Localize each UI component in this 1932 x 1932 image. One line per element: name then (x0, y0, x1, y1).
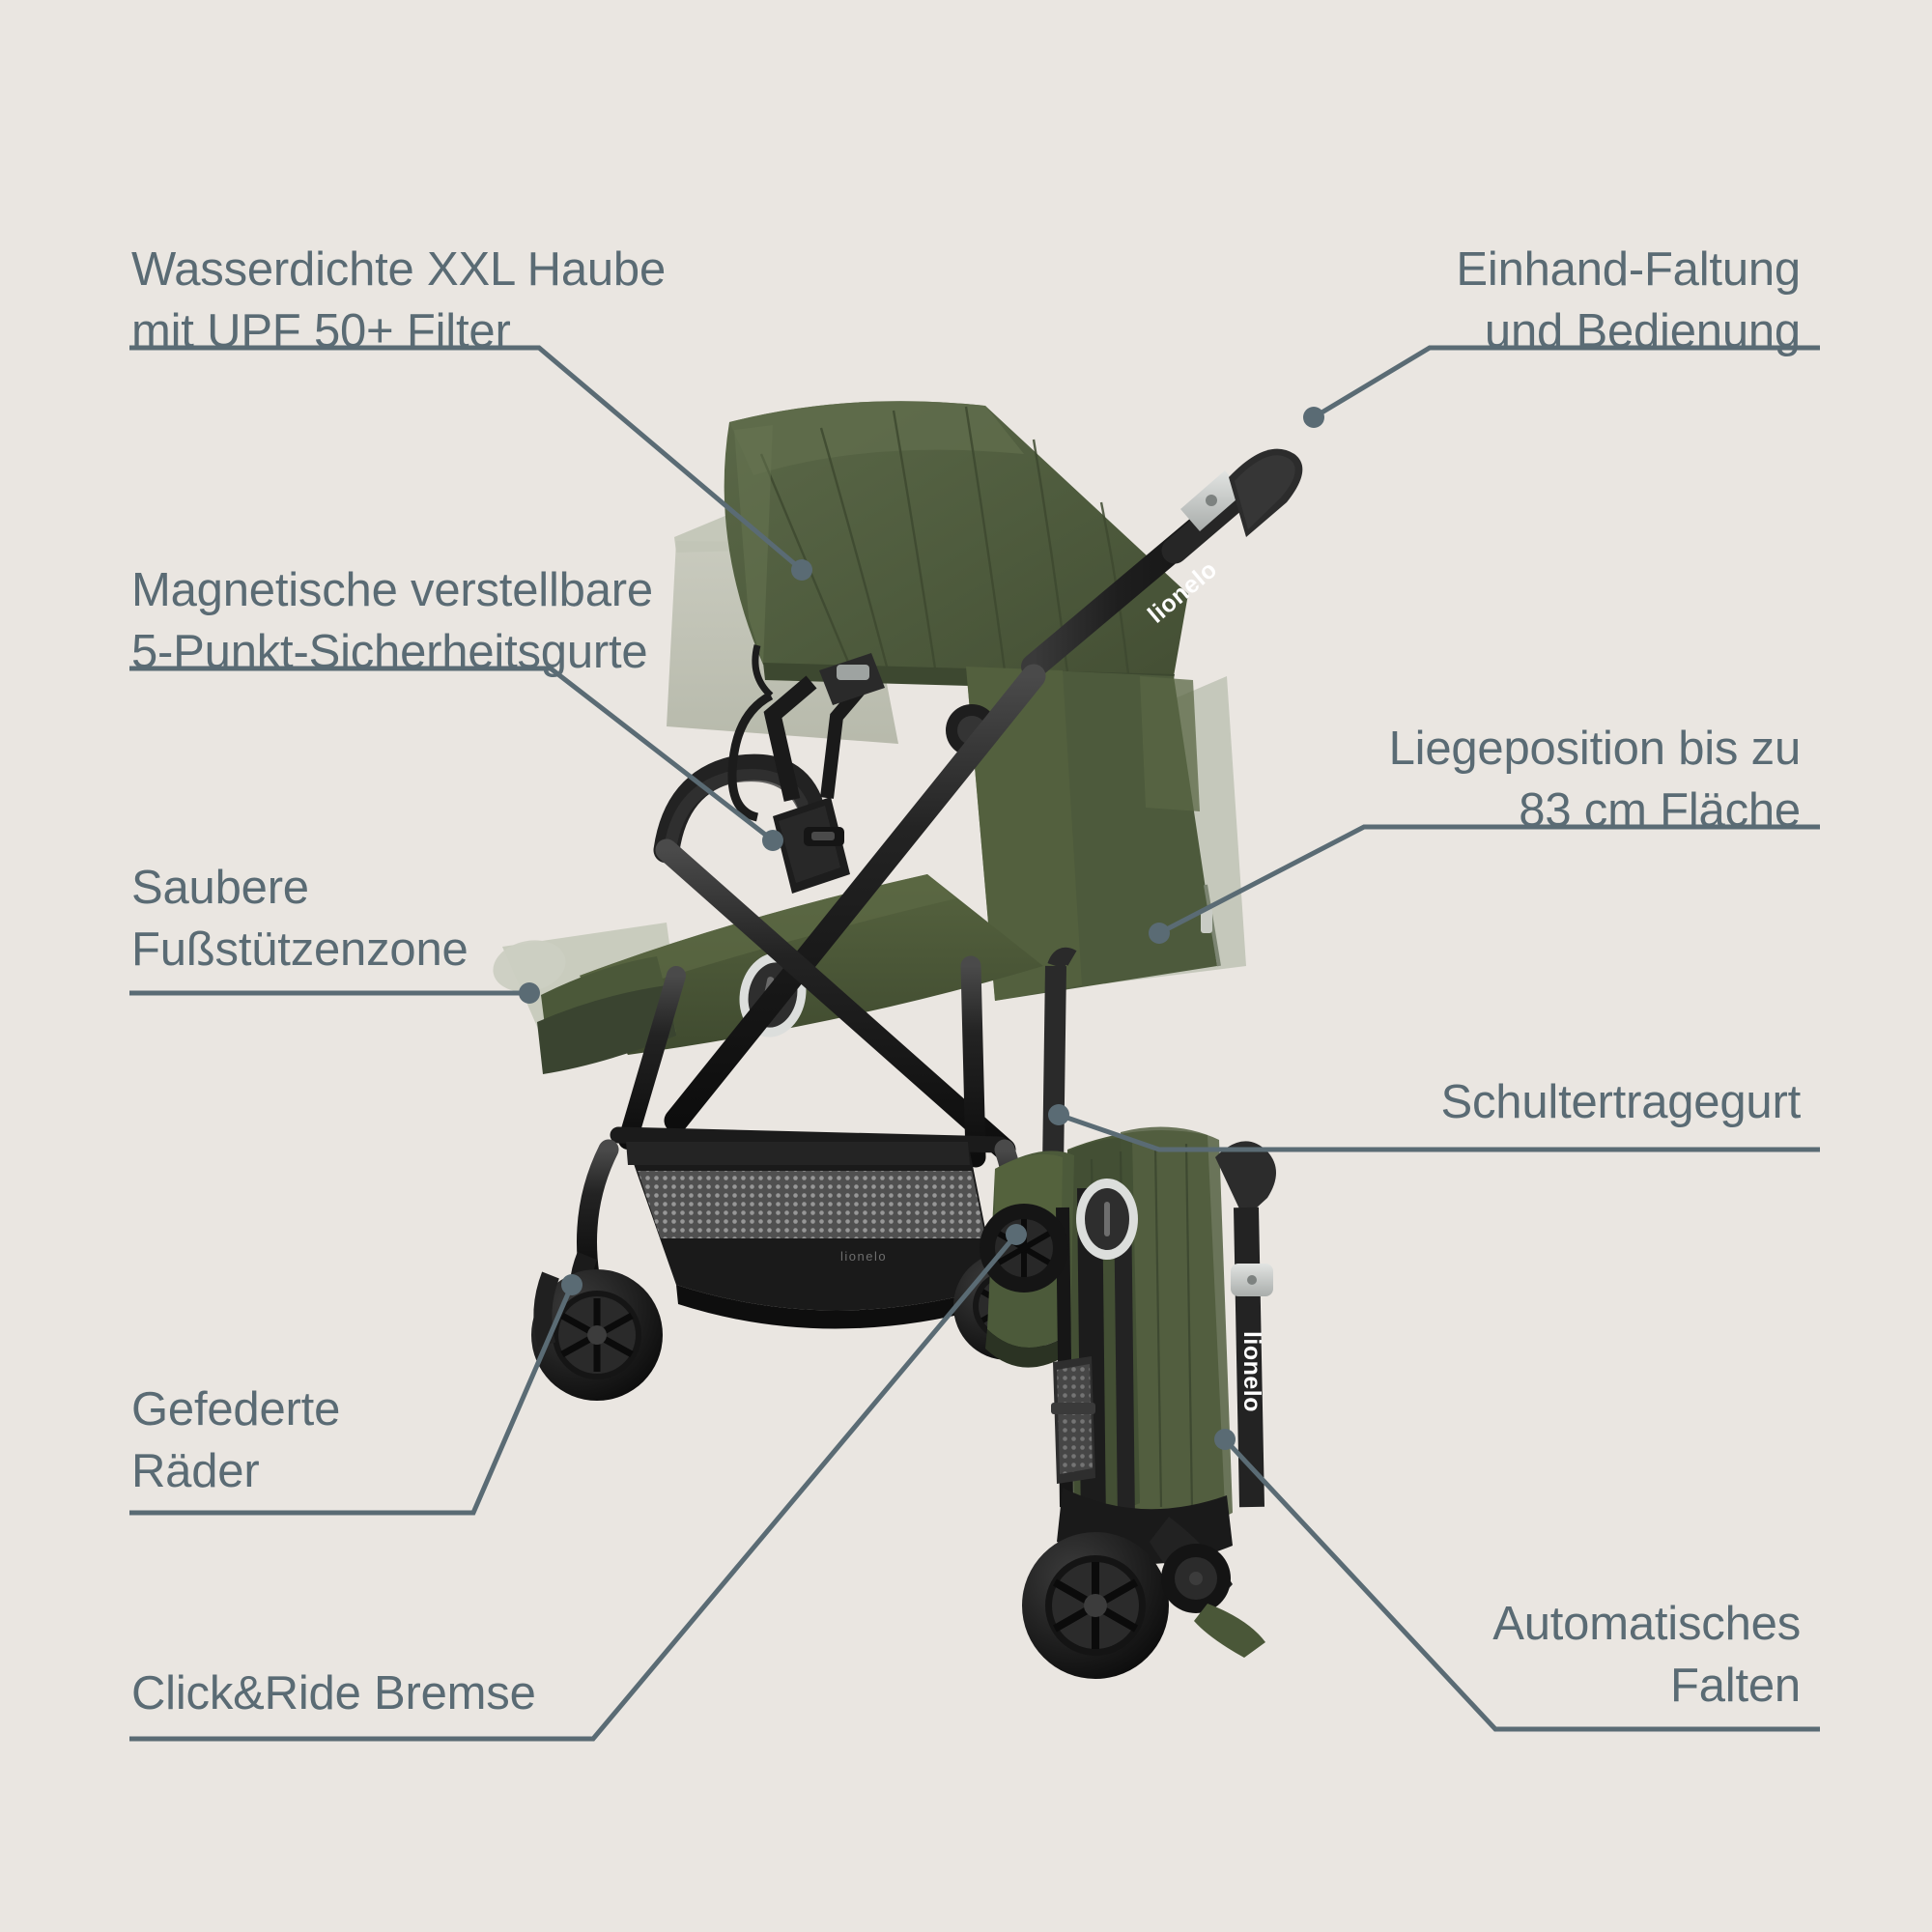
folded-wheel-front (1022, 1532, 1169, 1679)
callout-clean-footrest: Saubere Fußstützenzone (131, 862, 469, 976)
connector-dot-one-hand-fold (1303, 407, 1324, 428)
connector-shoulder-strap (1058, 1112, 1820, 1152)
connector-dot-clean-footrest (519, 982, 540, 1004)
connector-waterproof-canopy (129, 345, 804, 572)
connector-one-hand-fold (1312, 345, 1820, 420)
connector-dot-recline-position (1149, 923, 1170, 944)
handle-bar: lionelo (1021, 448, 1303, 679)
connector-dot-shoulder-strap (1048, 1104, 1069, 1125)
connector-automatic-folding (1223, 1437, 1820, 1732)
folded-release-button (1076, 1179, 1138, 1260)
connector-suspension-wheels (129, 1284, 575, 1516)
callout-recline-position: Liegeposition bis zu 83 cm Fläche (1388, 723, 1802, 837)
svg-text:lionelo: lionelo (840, 1249, 887, 1264)
connector-dot-automatic-folding (1214, 1429, 1236, 1450)
connector-dot-magnetic-harness (762, 830, 783, 851)
callout-automatic-folding: Automatisches Falten (1492, 1598, 1801, 1712)
connector-magnetic-harness (129, 666, 775, 842)
folded-wheel-rear (1161, 1544, 1231, 1613)
callout-click-ride-brake: Click&Ride Bremse (131, 1667, 536, 1719)
callout-magnetic-harness: Magnetische verstellbare 5-Punkt-Sicherh… (131, 564, 653, 678)
callout-one-hand-fold: Einhand-Faltung und Bedienung (1456, 243, 1801, 357)
canopy (724, 401, 1221, 1001)
folded-wheel-small (980, 1204, 1068, 1293)
storage-basket: lionelo (626, 1142, 997, 1329)
folded-stroller: lionelo (980, 947, 1276, 1679)
callout-suspension-wheels: Gefederte Räder (131, 1383, 341, 1497)
folded-brand-logo: lionelo (1238, 1331, 1265, 1412)
callout-shoulder-strap: Schultertragegurt (1440, 1076, 1802, 1128)
connector-dot-waterproof-canopy (791, 559, 812, 581)
connector-recline-position (1157, 824, 1820, 936)
callout-waterproof-canopy: Wasserdichte XXL Haube mit UPF 50+ Filte… (131, 243, 667, 357)
connector-dot-suspension-wheels (561, 1274, 582, 1295)
connector-dot-click-ride-brake (1006, 1224, 1027, 1245)
connector-click-ride-brake (129, 1233, 1018, 1742)
